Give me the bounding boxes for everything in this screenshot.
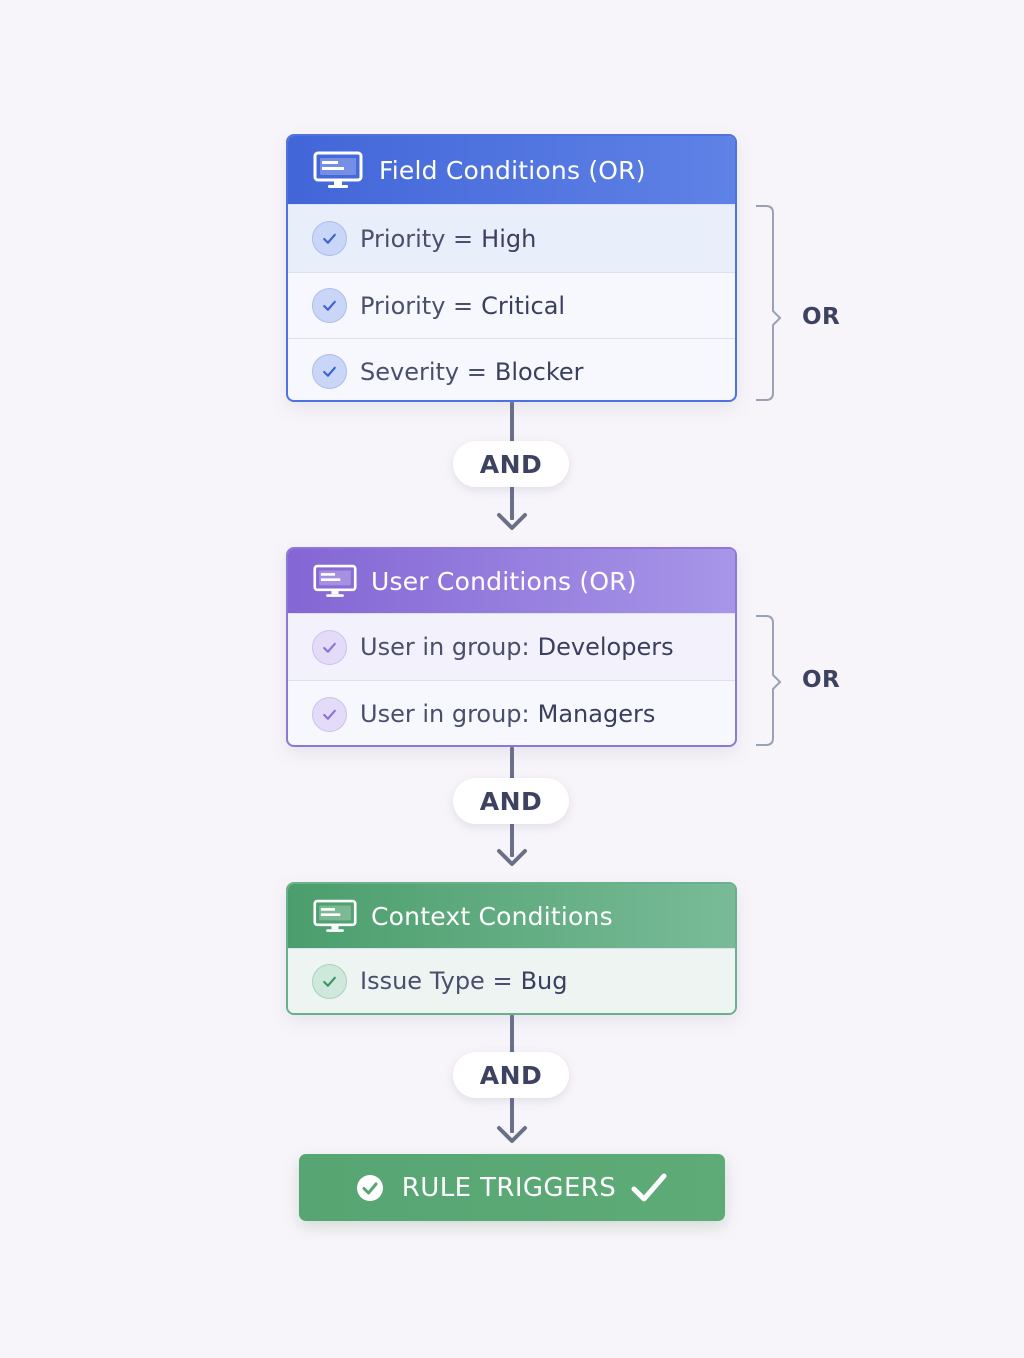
condition-row: Severity = Blocker bbox=[288, 338, 735, 400]
arrow-down-icon bbox=[497, 513, 527, 530]
condition-label: Severity = bbox=[360, 357, 487, 386]
monitor-icon bbox=[313, 151, 363, 188]
check-icon bbox=[312, 963, 347, 999]
check-circle-icon bbox=[356, 1174, 383, 1201]
context-conditions-title: Context Conditions bbox=[371, 901, 613, 931]
arrow-down-icon bbox=[497, 1126, 527, 1143]
condition-label: User in group: bbox=[360, 633, 530, 661]
or-label: OR bbox=[802, 304, 841, 330]
condition-value: Critical bbox=[481, 291, 566, 320]
condition-row: User in group: Developers bbox=[288, 613, 735, 680]
condition-row: User in group: Managers bbox=[288, 680, 735, 745]
result-label: RULE TRIGGERS bbox=[401, 1172, 617, 1203]
condition-value: Developers bbox=[537, 633, 674, 661]
condition-value: Blocker bbox=[494, 357, 584, 386]
or-bracket bbox=[756, 205, 782, 401]
and-connector: AND bbox=[453, 441, 569, 487]
rule-triggers-result: RULE TRIGGERS bbox=[299, 1154, 725, 1221]
and-connector: AND bbox=[453, 778, 569, 824]
condition-label: Priority = bbox=[360, 224, 474, 253]
monitor-icon bbox=[313, 564, 357, 597]
condition-label: Issue Type = bbox=[360, 967, 513, 995]
condition-row: Issue Type = Bug bbox=[288, 948, 735, 1013]
check-icon bbox=[312, 288, 347, 323]
condition-value: High bbox=[481, 224, 537, 253]
or-label: OR bbox=[802, 667, 841, 693]
condition-value: Managers bbox=[537, 700, 656, 728]
condition-label: Priority = bbox=[360, 291, 474, 320]
condition-value: Bug bbox=[520, 967, 568, 995]
check-icon bbox=[312, 629, 347, 665]
check-icon bbox=[312, 696, 347, 732]
checkmark-icon bbox=[631, 1173, 667, 1201]
check-icon bbox=[312, 354, 347, 389]
context-conditions-card: Context Conditions Issue Type = Bug bbox=[286, 882, 737, 1015]
check-icon bbox=[312, 221, 347, 256]
field-conditions-title: Field Conditions (OR) bbox=[379, 155, 646, 185]
condition-label: User in group: bbox=[360, 700, 530, 728]
field-conditions-card: Field Conditions (OR) Priority = High Pr… bbox=[286, 134, 737, 402]
field-conditions-header: Field Conditions (OR) bbox=[288, 136, 735, 204]
monitor-icon bbox=[313, 899, 357, 932]
condition-row: Priority = High bbox=[288, 204, 735, 272]
condition-row: Priority = Critical bbox=[288, 272, 735, 338]
arrow-down-icon bbox=[497, 849, 527, 866]
user-conditions-card: User Conditions (OR) User in group: Deve… bbox=[286, 547, 737, 747]
context-conditions-header: Context Conditions bbox=[288, 884, 735, 948]
user-conditions-header: User Conditions (OR) bbox=[288, 549, 735, 613]
and-connector: AND bbox=[453, 1052, 569, 1098]
user-conditions-title: User Conditions (OR) bbox=[371, 566, 637, 596]
or-bracket bbox=[756, 615, 782, 746]
